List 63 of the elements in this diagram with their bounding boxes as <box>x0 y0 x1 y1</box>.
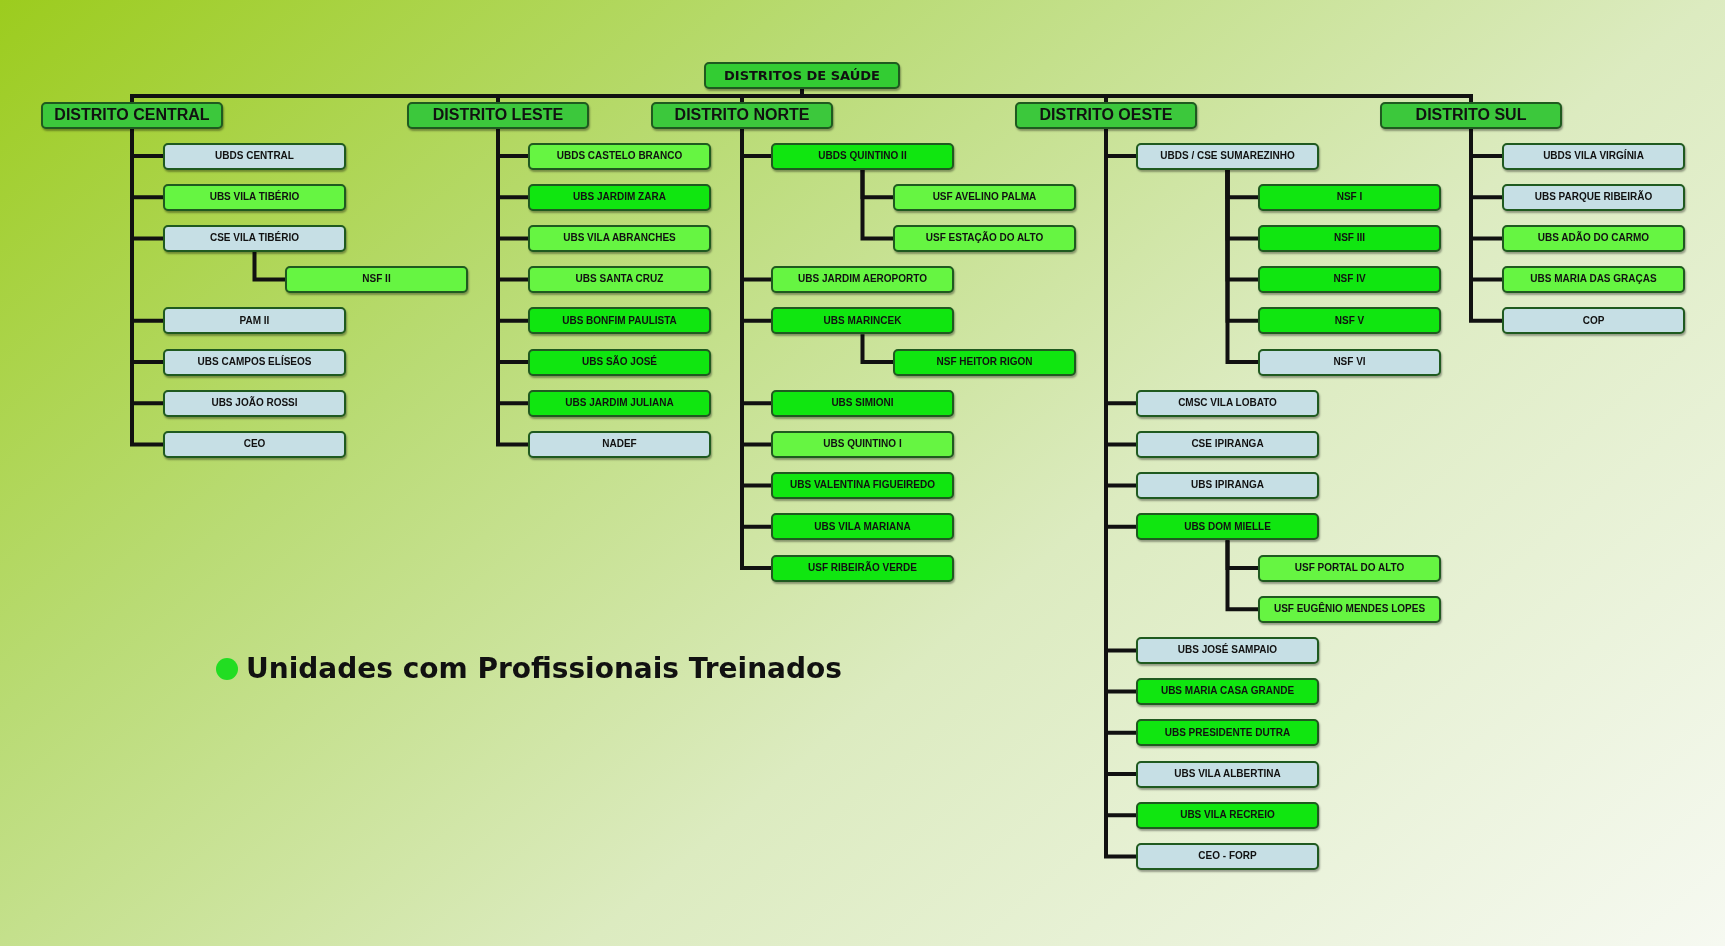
unit-box: NSF I <box>1258 183 1441 211</box>
unit-box: UBS SANTA CRUZ <box>528 266 711 294</box>
unit-box: NSF II <box>285 266 468 294</box>
unit-box: PAM II <box>163 307 346 335</box>
unit-box: NSF III <box>1258 224 1441 252</box>
district-box: DISTRITO CENTRAL <box>41 102 223 129</box>
unit-box: UBS JOSÉ SAMPAIO <box>1136 636 1319 664</box>
unit-box: UBS BONFIM PAULISTA <box>528 307 711 335</box>
unit-box: CSE VILA TIBÉRIO <box>163 224 346 252</box>
unit-box: USF AVELINO PALMA <box>893 183 1076 211</box>
unit-box: UBS CAMPOS ELÍSEOS <box>163 348 346 376</box>
district-box: DISTRITO SUL <box>1380 102 1562 129</box>
legend-text: Unidades com Profissionais Treinados <box>246 652 842 685</box>
unit-box: NSF VI <box>1258 348 1441 376</box>
unit-box: USF PORTAL DO ALTO <box>1258 554 1441 582</box>
unit-box: CMSC VILA LOBATO <box>1136 389 1319 417</box>
unit-box: UBS VALENTINA FIGUEIREDO <box>771 472 954 500</box>
unit-box: UBS JOÃO ROSSI <box>163 389 346 417</box>
connector-line <box>1225 169 1258 364</box>
unit-box: NSF IV <box>1258 266 1441 294</box>
unit-box: UBS SIMIONI <box>771 389 954 417</box>
unit-box: NSF V <box>1258 307 1441 335</box>
unit-box: UBS JARDIM JULIANA <box>528 389 711 417</box>
unit-box: UBS VILA TIBÉRIO <box>163 183 346 211</box>
unit-box: CEO <box>163 430 346 458</box>
unit-box: UBS PRESIDENTE DUTRA <box>1136 719 1319 747</box>
unit-box: UBDS CENTRAL <box>163 142 346 170</box>
unit-box: UBS VILA ALBERTINA <box>1136 760 1319 788</box>
unit-box: NSF HEITOR RIGON <box>893 348 1076 376</box>
unit-box: UBS QUINTINO I <box>771 430 954 458</box>
unit-box: UBS JARDIM AEROPORTO <box>771 266 954 294</box>
connector-line <box>252 251 285 282</box>
connector-line <box>1225 540 1258 612</box>
district-box: DISTRITO OESTE <box>1015 102 1197 129</box>
unit-box: USF RIBEIRÃO VERDE <box>771 554 954 582</box>
unit-box: UBS MARIA DAS GRAÇAS <box>1502 266 1685 294</box>
unit-box: UBDS VILA VIRGÍNIA <box>1502 142 1685 170</box>
unit-box: UBS VILA MARIANA <box>771 513 954 541</box>
unit-box: UBS DOM MIELLE <box>1136 513 1319 541</box>
unit-box: UBS IPIRANGA <box>1136 472 1319 500</box>
unit-box: UBS VILA ABRANCHES <box>528 224 711 252</box>
connector-line <box>1469 129 1502 323</box>
unit-box: USF ESTAÇÃO DO ALTO <box>893 224 1076 252</box>
unit-box: UBDS CASTELO BRANCO <box>528 142 711 170</box>
unit-box: UBDS / CSE SUMAREZINHO <box>1136 142 1319 170</box>
unit-box: UBS MARINCEK <box>771 307 954 335</box>
unit-box: CSE IPIRANGA <box>1136 430 1319 458</box>
unit-box: USF EUGÊNIO MENDES LOPES <box>1258 595 1441 623</box>
connector-line <box>860 334 893 364</box>
unit-box: UBS SÃO JOSÉ <box>528 348 711 376</box>
unit-box: UBS JARDIM ZARA <box>528 183 711 211</box>
unit-box: UBS ADÃO DO CARMO <box>1502 224 1685 252</box>
unit-box: UBDS QUINTINO II <box>771 142 954 170</box>
unit-box: CEO - FORP <box>1136 842 1319 870</box>
unit-box: UBS MARIA CASA GRANDE <box>1136 678 1319 706</box>
connector-line <box>860 169 893 241</box>
district-box: DISTRITO NORTE <box>651 102 833 129</box>
unit-box: COP <box>1502 307 1685 335</box>
district-box: DISTRITO LESTE <box>407 102 589 129</box>
unit-box: UBS PARQUE RIBEIRÃO <box>1502 183 1685 211</box>
unit-box: NADEF <box>528 430 711 458</box>
root-box: DISTRITOS DE SAÚDE <box>704 62 900 89</box>
unit-box: UBS VILA RECREIO <box>1136 801 1319 829</box>
